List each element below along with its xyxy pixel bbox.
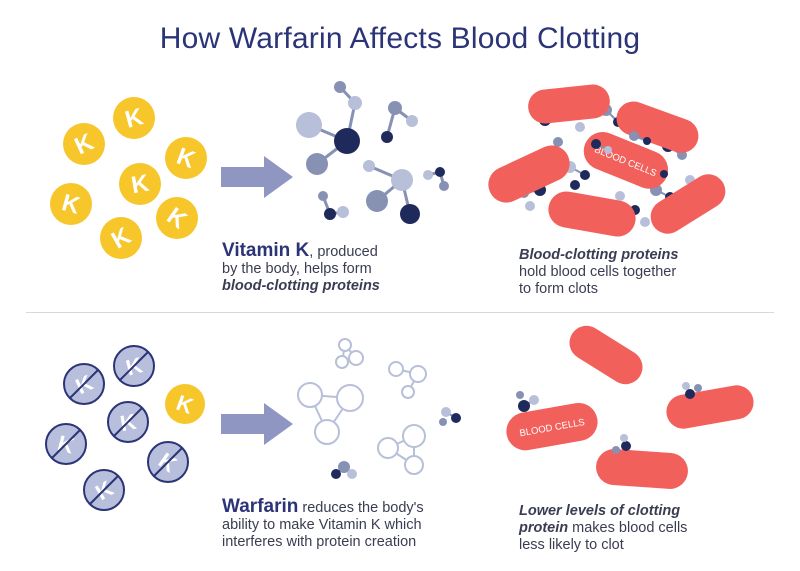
vitamin-k-coin: K — [100, 217, 142, 259]
caption-bold-term: Vitamin K — [222, 240, 310, 261]
caption-text: , produced — [309, 244, 378, 260]
missing-protein-outlines — [297, 338, 427, 475]
blood-cell — [569, 325, 643, 385]
vitamin-k-coin: K — [156, 197, 198, 239]
page-title: How Warfarin Affects Blood Clotting — [159, 22, 641, 55]
blood-clot: BLOOD CELLS — [488, 84, 726, 237]
blood-cell — [666, 385, 754, 429]
blood-cell — [506, 402, 598, 451]
svg-text:K: K — [129, 170, 151, 200]
caption-text: reduces the body's — [298, 500, 424, 516]
vitamin-k-caption: Vitamin K, produced by the body, helps f… — [222, 240, 380, 295]
vitamin-k-coin: K — [119, 163, 161, 205]
blood-cell — [650, 174, 726, 234]
vitamin-k-group: K K K K K K K — [50, 97, 207, 259]
clotting-proteins-caption: Blood-clotting proteins hold blood cells… — [519, 247, 678, 298]
blood-cell — [548, 191, 636, 237]
protein-atoms — [296, 81, 449, 224]
caption-bold-term: Warfarin — [222, 496, 299, 517]
crossed-vitamin-k-group: K K K K K K K — [45, 345, 205, 511]
caption-text: makes blood cells — [568, 520, 688, 536]
separated-blood-cells: BLOOD CELLS — [506, 325, 754, 489]
vitamin-k-coin: K — [165, 384, 205, 424]
crossed-vitamin-k-coin: K — [45, 423, 87, 465]
vitamin-k-coin: K — [113, 97, 155, 139]
caption-text: hold blood cells together — [519, 264, 677, 280]
blood-cell — [596, 449, 688, 489]
blood-cell — [583, 132, 669, 189]
caption-italic-term: Blood-clotting proteins — [519, 247, 679, 263]
caption-italic-term: protein — [519, 520, 569, 536]
remaining-protein-molecules — [331, 407, 461, 479]
arrow-icon — [221, 403, 293, 445]
vitamin-k-coin: K — [50, 183, 92, 225]
section-divider — [26, 312, 774, 313]
crossed-vitamin-k-coin: K — [63, 363, 105, 405]
blood-cell — [488, 145, 570, 203]
warfarin-caption: Warfarin reduces the body's ability to m… — [222, 496, 424, 551]
caption-text: ability to make Vitamin K which — [222, 517, 422, 533]
vitamin-k-coin: K — [63, 123, 105, 165]
caption-text: by the body, helps form — [222, 261, 372, 277]
crossed-vitamin-k-coin: K — [113, 345, 155, 387]
arrow-icon — [221, 156, 293, 198]
crossed-vitamin-k-coin: K — [147, 441, 189, 483]
crossed-vitamin-k-coin: K — [107, 401, 149, 443]
blood-cell — [528, 84, 610, 124]
crossed-vitamin-k-coin: K — [83, 469, 125, 511]
caption-text: to form clots — [519, 281, 598, 297]
caption-text: less likely to clot — [519, 537, 624, 553]
caption-text: interferes with protein creation — [222, 534, 417, 550]
caption-italic-term: Lower levels of clotting — [519, 503, 681, 519]
vitamin-k-coin: K — [165, 137, 207, 179]
blood-cell — [616, 101, 699, 153]
lower-clotting-caption: Lower levels of clotting protein makes b… — [519, 503, 687, 554]
caption-italic-term: blood-clotting proteins — [222, 278, 380, 294]
